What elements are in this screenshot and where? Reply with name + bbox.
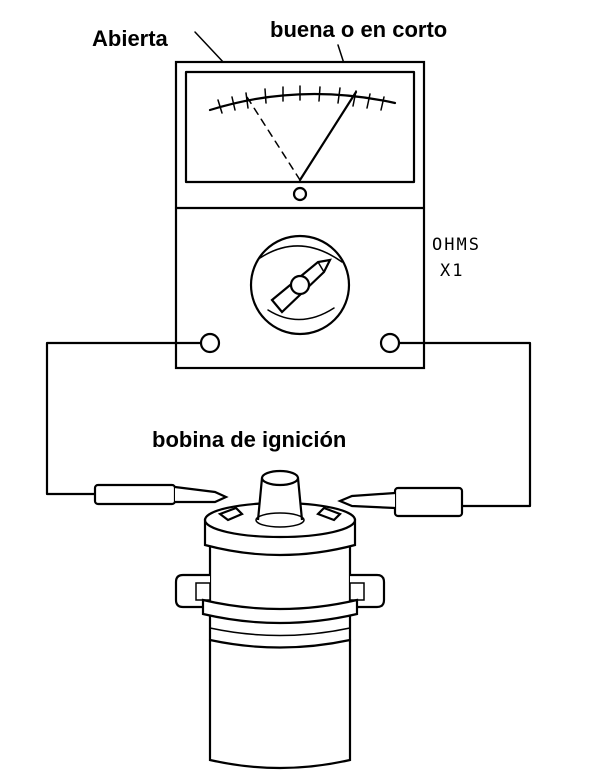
range-multiplier-label: X1: [440, 261, 464, 281]
test-lead-right-wire: [397, 341, 532, 508]
needle-zero-adjust: [292, 186, 308, 202]
meter-scale-arc: [208, 92, 397, 112]
ignition-coil: [174, 469, 386, 770]
multimeter: [174, 60, 426, 370]
terminal-left: [199, 332, 221, 354]
terminal-right: [379, 332, 401, 354]
needle-good-position: [298, 90, 358, 182]
probe-left: [93, 483, 229, 506]
probe-right: [337, 486, 464, 518]
meter-scale-ticks: [217, 85, 385, 114]
range-selector-knob: [249, 234, 351, 336]
label-open: Abierta: [92, 26, 169, 51]
meter-window: [184, 70, 416, 184]
label-good-or-short: buena o en corto: [270, 17, 447, 42]
needle-open-position: [246, 96, 301, 181]
range-unit-label: OHMS: [432, 235, 481, 255]
label-ignition-coil: bobina de ignición: [152, 427, 346, 452]
test-lead-left-wire: [45, 341, 203, 496]
